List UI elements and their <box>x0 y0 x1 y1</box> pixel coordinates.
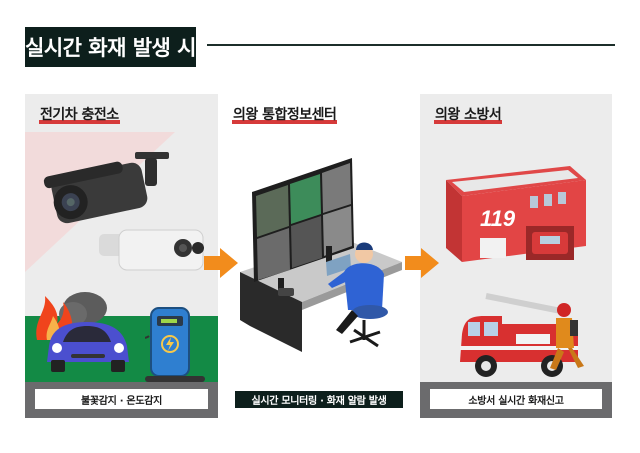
panel-heading: 전기차 충전소 <box>39 106 120 124</box>
burning-car-icon <box>47 322 129 372</box>
ev-charger-icon <box>145 307 205 382</box>
panel-caption: 불꽃감지 · 온도감지 <box>35 389 208 409</box>
panel-caption: 실시간 모니터링 · 화재 알람 발생 <box>235 391 403 408</box>
title-divider <box>207 44 615 46</box>
panel-heading: 의왕 소방서 <box>434 106 503 124</box>
fire-truck-icon <box>460 293 584 377</box>
panel-caption: 소방서 실시간 화재신고 <box>430 389 602 409</box>
thermal-camera-icon <box>99 229 204 271</box>
arrow-right-icon <box>405 248 439 278</box>
page-title: 실시간 화재 발생 시 <box>25 27 197 67</box>
arrow-right-icon <box>204 248 238 278</box>
panel-ev-charging-station: 전기차 충전소 <box>25 94 218 418</box>
panel-fire-station: 의왕 소방서 119 소방서 실시간 화재신고 <box>420 94 612 418</box>
cctv-camera-icon <box>43 152 169 224</box>
panel-integrated-info-center: 의왕 통합정보센터 실시간 모니터링 · 화재 알람 발생 <box>218 94 420 418</box>
panel-heading: 의왕 통합정보센터 <box>232 106 338 124</box>
monitoring-desk-icon <box>240 158 402 352</box>
svg-text:119: 119 <box>480 206 516 231</box>
fire-station-icon: 119 <box>446 166 586 262</box>
